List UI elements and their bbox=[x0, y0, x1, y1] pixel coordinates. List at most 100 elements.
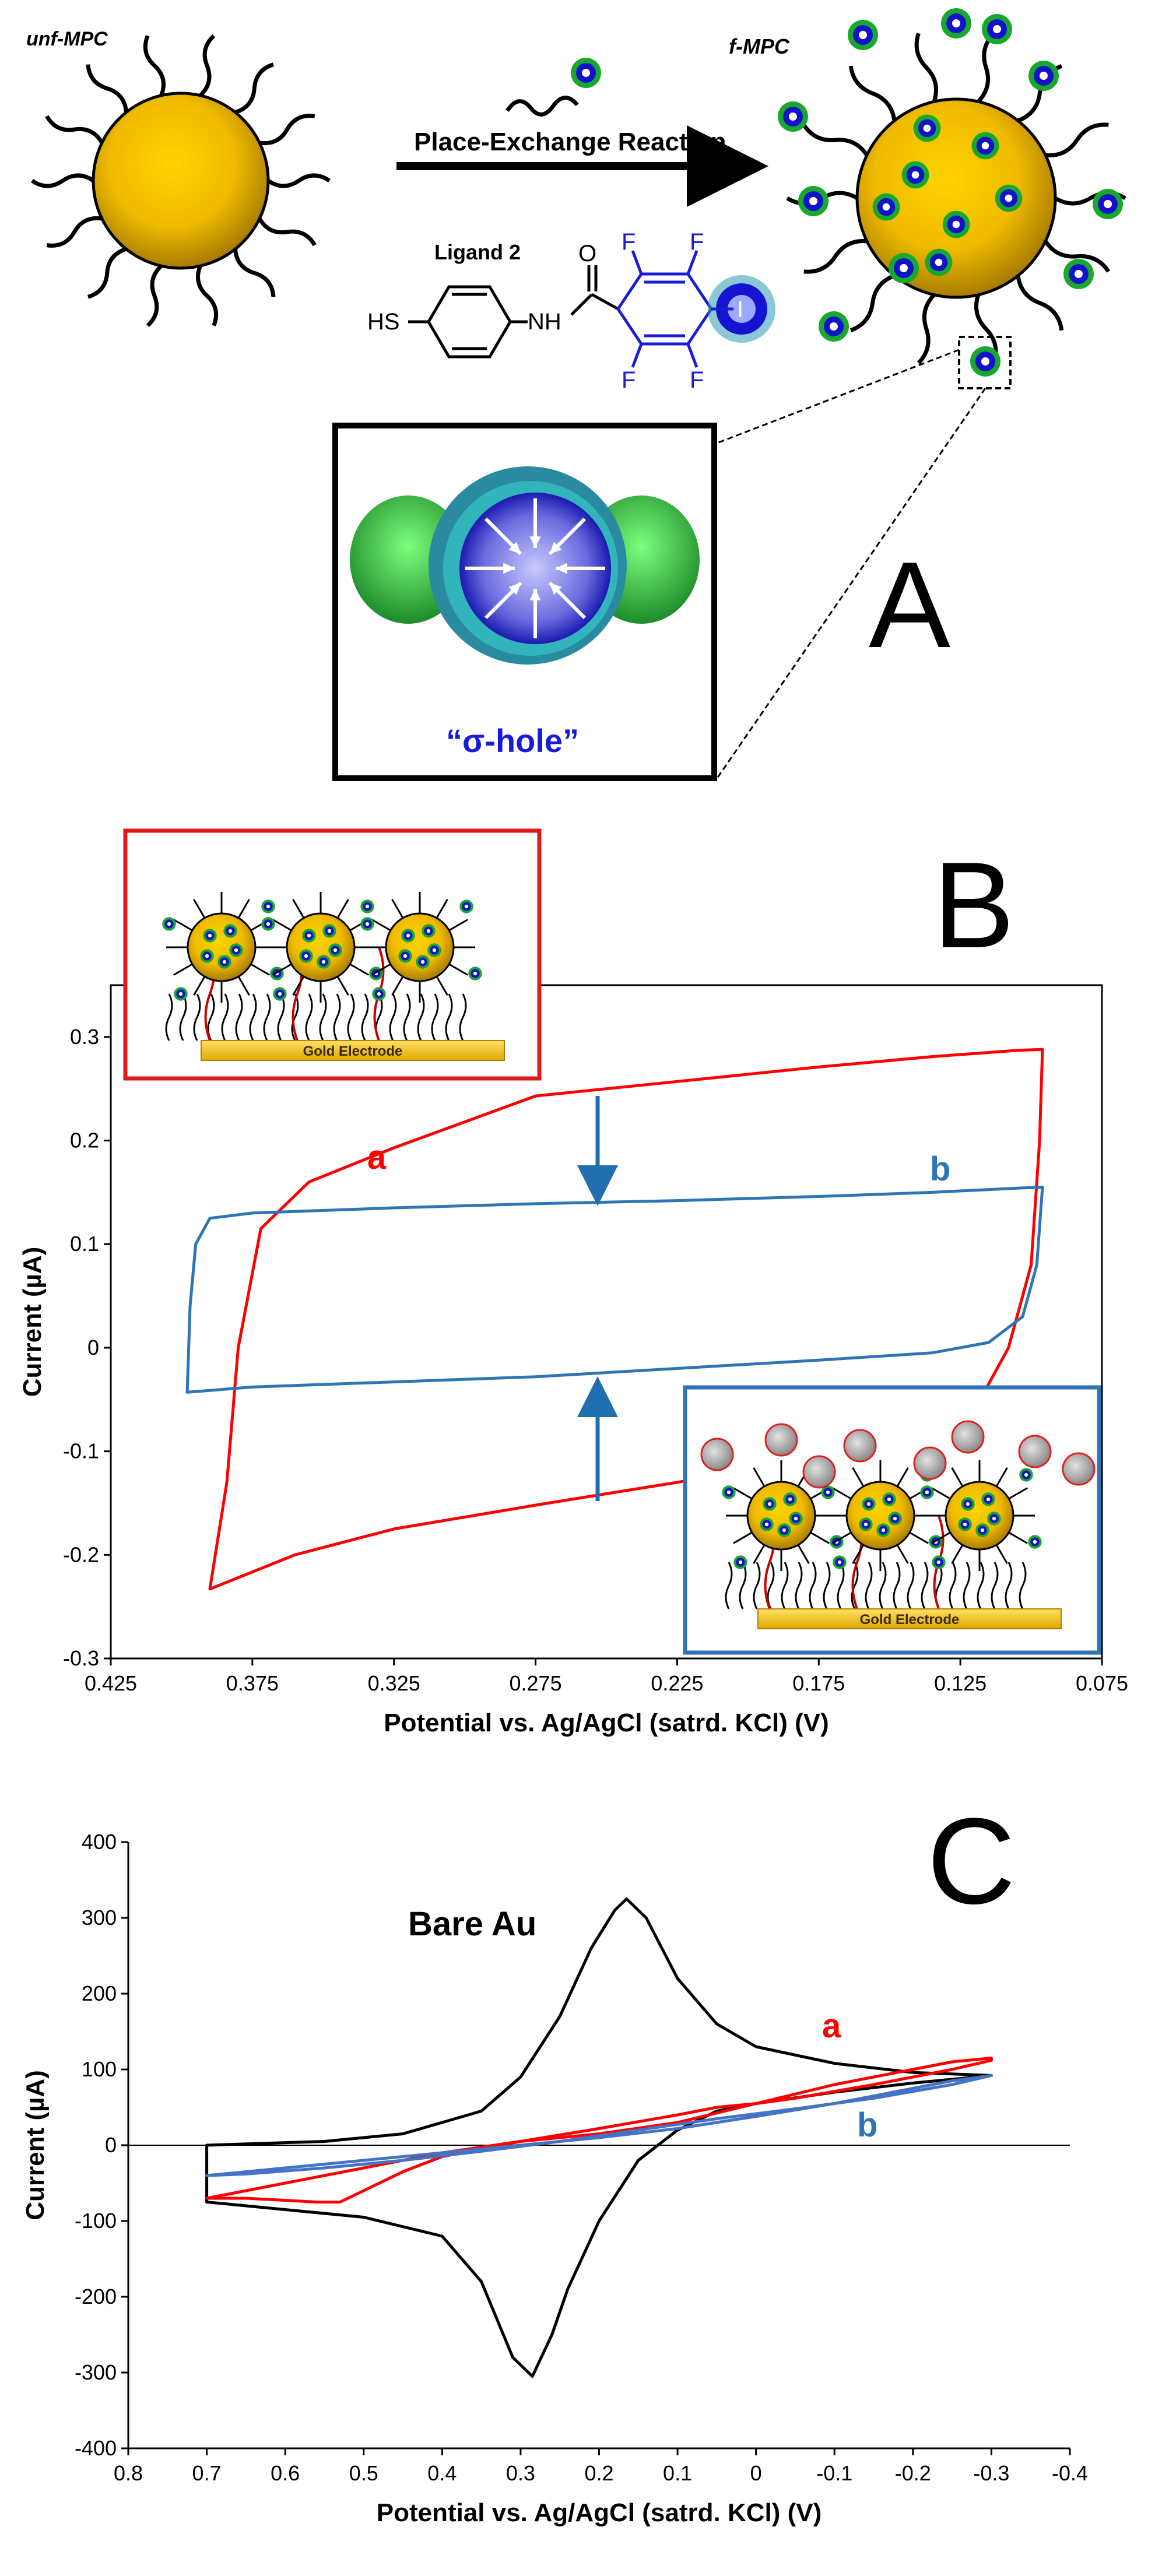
y-axis-title: Current (µA) bbox=[18, 1247, 47, 1397]
iodine-ligand-head bbox=[889, 253, 919, 283]
iodine-ligand-head bbox=[360, 899, 374, 913]
iodine-ligand-head bbox=[859, 1517, 873, 1531]
monolayer-chain bbox=[977, 1562, 985, 1609]
ligand-chain bbox=[87, 247, 127, 299]
x-tick-label: 0.3 bbox=[506, 2461, 535, 2485]
x-tick-label: -0.3 bbox=[973, 2461, 1009, 2485]
monolayer-chain bbox=[851, 1562, 859, 1609]
y-tick-label: 0.2 bbox=[70, 1129, 99, 1152]
particle-chain bbox=[435, 974, 448, 996]
monolayer-chain bbox=[781, 1562, 789, 1609]
particle-chain bbox=[1006, 1487, 1028, 1500]
x-axis-title: Potential vs. Ag/AgCl (satrd. KCl) (V) bbox=[384, 1709, 829, 1737]
series-line-b bbox=[205, 2074, 993, 2177]
iodine-ligand-head bbox=[398, 949, 412, 963]
f-mpc-particle bbox=[778, 8, 1126, 377]
inset-top-illustration bbox=[162, 892, 482, 1041]
ligand-chain bbox=[258, 217, 317, 247]
monolayer-chain bbox=[165, 993, 173, 1041]
bound-analyte-ball bbox=[700, 1438, 734, 1471]
iodine-ligand-head bbox=[401, 929, 415, 943]
curve-label-c-a: a bbox=[822, 2007, 841, 2045]
y-tick-label: -0.1 bbox=[63, 1439, 99, 1463]
iodine-ligand-head bbox=[882, 1492, 896, 1506]
monolayer-chain bbox=[823, 1562, 831, 1609]
iodine-ligand-head bbox=[848, 20, 878, 50]
curve-label-b: b bbox=[930, 1150, 950, 1188]
x-tick-label: 0.2 bbox=[584, 2461, 613, 2485]
bare-au-label: Bare Au bbox=[408, 1905, 536, 1943]
f-mpc-label: f-MPC bbox=[729, 34, 790, 58]
ligand-chain bbox=[31, 173, 94, 188]
iodine-ligand-head bbox=[722, 1485, 736, 1499]
particle-chain bbox=[852, 1467, 865, 1489]
gold-nanoparticle bbox=[945, 1481, 1014, 1551]
iodine-ligand-head bbox=[982, 14, 1012, 44]
unf-mpc-particle bbox=[31, 34, 331, 328]
x-tick-label: 0.175 bbox=[792, 1671, 845, 1695]
iodine-ligand-head bbox=[416, 955, 430, 969]
ligand-chain bbox=[848, 65, 897, 121]
ligand-chain bbox=[196, 265, 219, 326]
i-label: I bbox=[737, 297, 743, 322]
particle-chain bbox=[447, 962, 469, 976]
monolayer-chain bbox=[893, 1562, 901, 1609]
x-tick-label: 0.6 bbox=[271, 2461, 300, 2485]
zoom-line-1 bbox=[717, 349, 960, 444]
y-tick-label: -300 bbox=[75, 2360, 117, 2384]
monolayer-chain bbox=[459, 993, 467, 1041]
ligand-chain bbox=[146, 264, 163, 328]
y-tick-label: 0.3 bbox=[70, 1025, 99, 1049]
iodine-ligand-head bbox=[1028, 1535, 1042, 1549]
iodine-ligand-head bbox=[1019, 1468, 1033, 1482]
particle-chain bbox=[336, 898, 349, 920]
zoom-line-2 bbox=[716, 388, 987, 779]
iodine-ligand-head bbox=[427, 943, 441, 957]
monolayer-chain bbox=[949, 1562, 957, 1609]
scheme-panel: unf-MPC Place-Exchange Reaction Ligand 2… bbox=[26, 8, 1126, 781]
x-tick-label: 0.4 bbox=[427, 2461, 457, 2485]
monolayer-chain bbox=[277, 993, 285, 1041]
particle-chain bbox=[435, 898, 448, 920]
curve-label-c-b: b bbox=[857, 2106, 877, 2144]
particle-chain bbox=[831, 1531, 854, 1544]
iodine-ligand-head bbox=[763, 1497, 777, 1511]
iodine-ligand-head bbox=[958, 1517, 972, 1531]
y-tick-label: 100 bbox=[82, 2057, 117, 2081]
monolayer-chain bbox=[249, 993, 257, 1041]
particle-chain bbox=[391, 898, 405, 920]
iodine-ligand-head bbox=[798, 186, 828, 216]
iodine-ligand-head bbox=[913, 114, 941, 142]
particle-chain bbox=[995, 1542, 1008, 1565]
particle-chain bbox=[796, 1542, 810, 1565]
iodine-ligand-head bbox=[302, 929, 316, 943]
sigma-hole-arrowhead bbox=[529, 536, 541, 548]
monolayer-chain bbox=[907, 1562, 915, 1609]
sigma-hole-arrowhead bbox=[508, 582, 521, 595]
monolayer-chain bbox=[193, 993, 201, 1041]
particle-chain bbox=[931, 1487, 953, 1500]
monolayer-chain bbox=[389, 993, 397, 1041]
particle-chain bbox=[272, 962, 294, 976]
y-tick-label: 400 bbox=[82, 1830, 117, 1854]
x-tick-label: -0.1 bbox=[816, 2461, 852, 2485]
ligand-chain bbox=[143, 35, 166, 97]
monolayer-chain bbox=[795, 1562, 803, 1609]
monolayer-chain bbox=[809, 1562, 817, 1609]
y-tick-label: 200 bbox=[82, 1981, 117, 2005]
reaction-label: Place-Exchange Reaction bbox=[414, 128, 726, 156]
monolayer-chain bbox=[221, 993, 229, 1041]
particle-chain bbox=[732, 1487, 754, 1500]
particle-chain bbox=[248, 962, 271, 976]
monolayer-chain bbox=[753, 1562, 761, 1609]
particle-chain bbox=[237, 898, 250, 920]
iodine-ligand-head bbox=[203, 929, 217, 943]
sh-label: HS bbox=[367, 309, 400, 335]
ligand-chain bbox=[267, 173, 331, 188]
iodine-ligand-head bbox=[217, 955, 231, 969]
particle-chain bbox=[995, 1467, 1008, 1489]
particle-chain bbox=[371, 962, 393, 976]
x-tick-label: 0.325 bbox=[368, 1671, 420, 1695]
